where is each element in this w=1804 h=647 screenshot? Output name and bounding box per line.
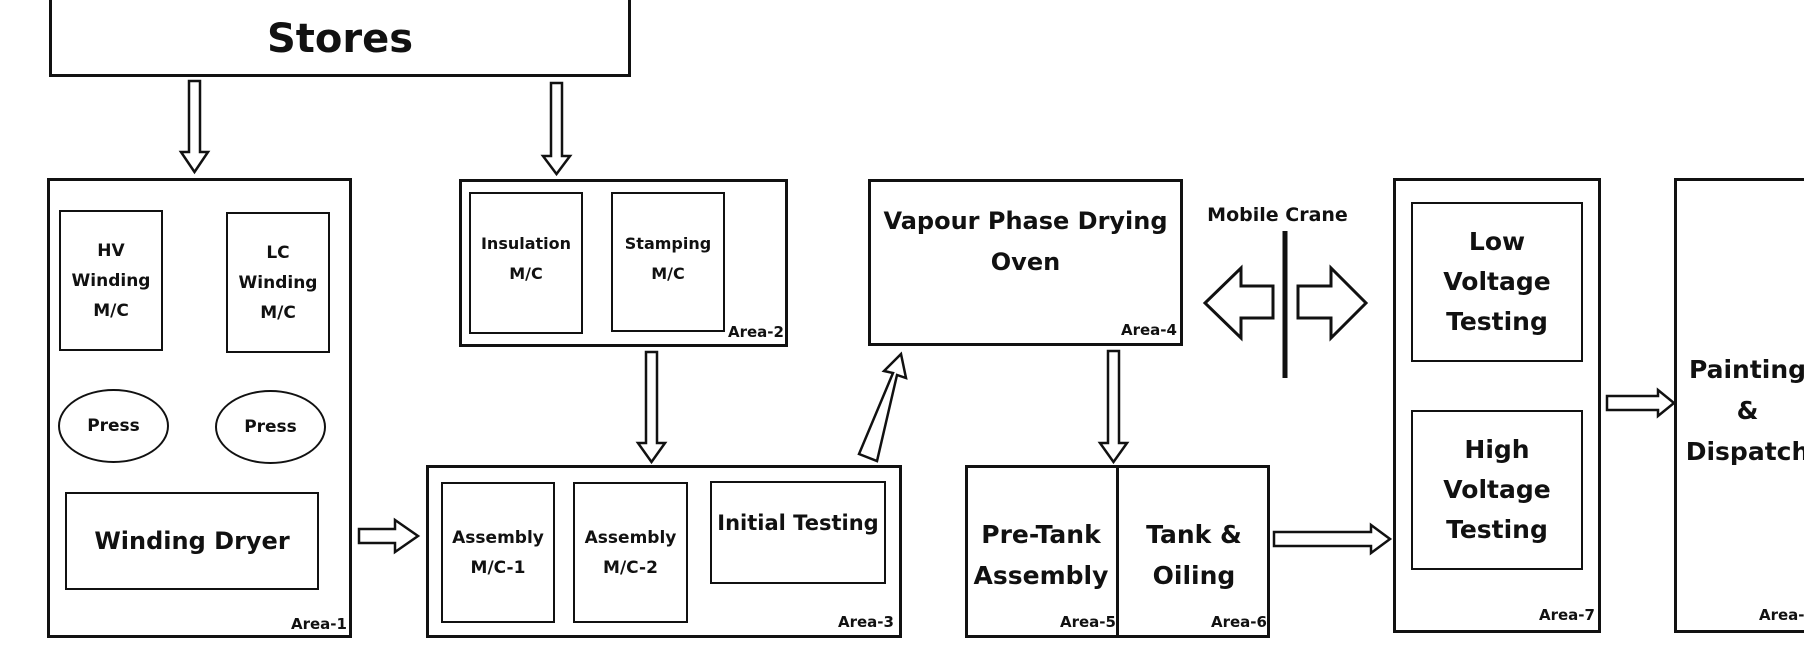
arrow-area1-to-area3	[357, 517, 421, 555]
area-1-label: Area-1	[291, 615, 347, 633]
stamping-label: Stamping M/C	[624, 234, 712, 283]
area-4-box: Vapour Phase Drying Oven	[868, 179, 1183, 346]
stores-label: Stores	[266, 15, 414, 62]
hv-winding-machine: HV Winding M/C	[59, 210, 163, 351]
lc-winding-label: LC Winding M/C	[238, 242, 318, 323]
initial-testing-label: Initial Testing	[717, 511, 879, 535]
mobile-crane-label: Mobile Crane	[1207, 204, 1348, 226]
assembly-1-label: Assembly M/C-1	[452, 527, 544, 578]
press-1: Press	[58, 389, 169, 463]
hv-winding-label: HV Winding M/C	[71, 240, 151, 321]
high-voltage-testing: High Voltage Testing	[1411, 410, 1583, 570]
oven-label: Vapour Phase Drying Oven	[883, 207, 1168, 276]
crane-left-arrow	[1202, 264, 1275, 342]
area-4-label: Area-4	[1121, 321, 1177, 339]
area-5-6-divider	[1116, 465, 1119, 638]
arrow-stores-to-area1	[178, 79, 211, 175]
arrow-area7-to-area8	[1605, 387, 1676, 419]
winding-dryer-label: Winding Dryer	[94, 527, 290, 555]
arrow-area6-to-area7	[1272, 522, 1393, 556]
insulation-machine: Insulation M/C	[469, 192, 583, 334]
crane-right-arrow	[1296, 264, 1369, 342]
press-1-label: Press	[87, 416, 140, 436]
stores-box: Stores	[49, 0, 631, 77]
pre-tank-assembly-label: Pre-Tank Assembly	[973, 520, 1109, 590]
assembly-machine-2: Assembly M/C-2	[573, 482, 688, 623]
press-2-label: Press	[244, 417, 297, 437]
area-3-label: Area-3	[838, 613, 894, 631]
painting-dispatch-label: Painting & Dispatch	[1685, 354, 1804, 466]
tank-oiling-label: Tank & Oiling	[1146, 520, 1242, 590]
assembly-machine-1: Assembly M/C-1	[441, 482, 555, 623]
arrow-stores-to-area2	[540, 81, 573, 177]
area-6-label: Area-6	[1211, 613, 1267, 631]
area-8-label: Area-	[1759, 606, 1804, 624]
area-8-box	[1674, 178, 1804, 633]
area-7-label: Area-7	[1539, 606, 1595, 624]
insulation-label: Insulation M/C	[480, 234, 572, 283]
lc-winding-machine: LC Winding M/C	[226, 212, 330, 353]
area-2-label: Area-2	[728, 323, 784, 341]
low-voltage-testing: Low Voltage Testing	[1411, 202, 1583, 362]
area-5-label: Area-5	[1060, 613, 1116, 631]
stamping-machine: Stamping M/C	[611, 192, 725, 332]
arrow-area4-to-area5	[1097, 349, 1130, 465]
press-2: Press	[215, 390, 326, 464]
arrow-area3-to-area4	[857, 351, 908, 463]
low-voltage-label: Low Voltage Testing	[1443, 227, 1551, 336]
winding-dryer: Winding Dryer	[65, 492, 319, 590]
initial-testing: Initial Testing	[710, 481, 886, 584]
assembly-2-label: Assembly M/C-2	[584, 527, 677, 578]
arrow-area2-to-area3	[635, 350, 668, 465]
high-voltage-label: High Voltage Testing	[1443, 435, 1551, 544]
